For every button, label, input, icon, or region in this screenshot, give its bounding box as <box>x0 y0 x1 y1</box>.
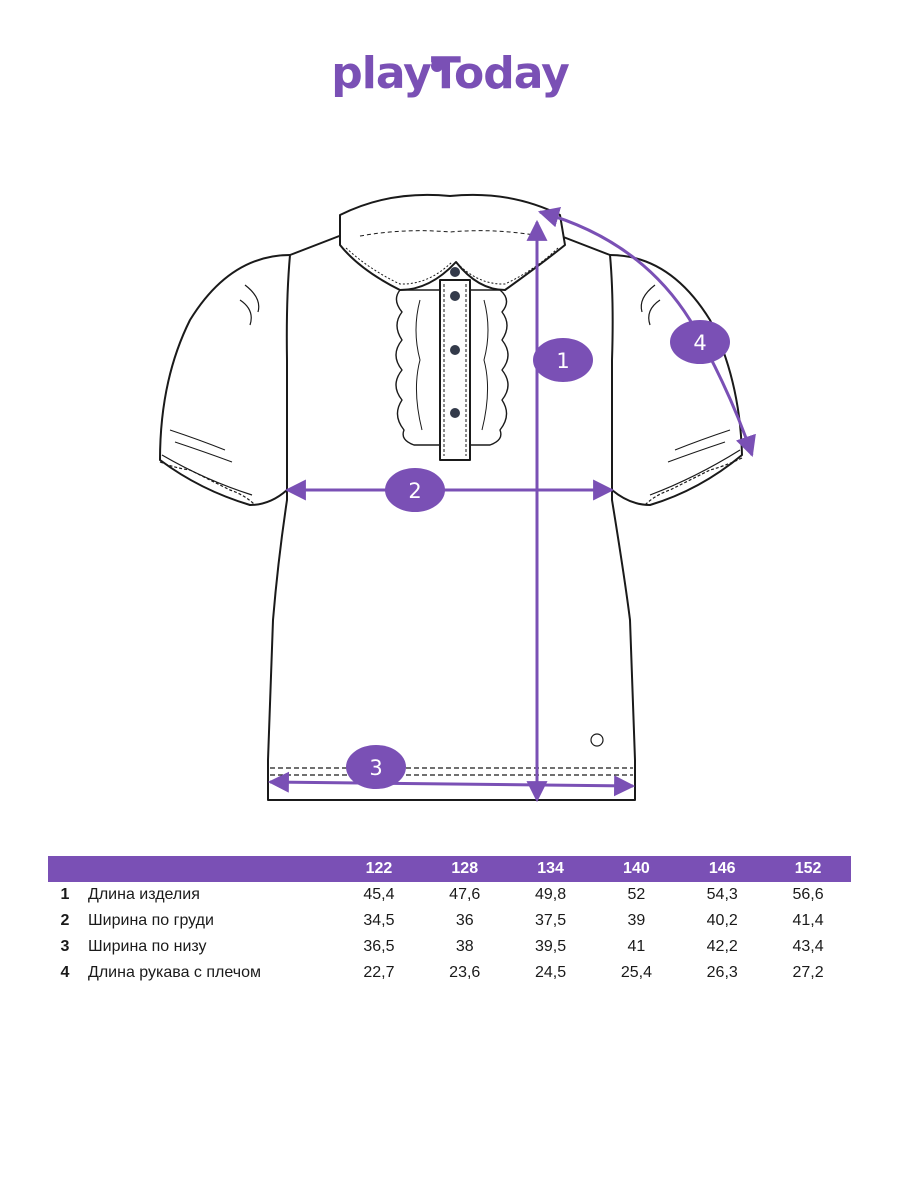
badge-1: 1 <box>533 338 593 382</box>
table-row: 1 Длина изделия 45,4 47,6 49,8 52 54,3 5… <box>48 882 851 908</box>
blouse-sketch <box>159 193 743 801</box>
row-label: Ширина по низу <box>88 938 207 955</box>
brand-logo: playToday <box>0 48 900 99</box>
measurement-lines <box>267 206 756 803</box>
size-header-row: 122 128 134 140 146 152 <box>48 856 851 882</box>
table-cell: 37,5 <box>535 912 567 929</box>
badge-3-label: 3 <box>369 756 382 780</box>
size-header-cell: 128 <box>451 860 479 877</box>
table-cell: 38 <box>455 938 474 955</box>
table-row: 4 Длина рукава с плечом 22,7 23,6 24,5 2… <box>48 960 851 986</box>
brand-logo-dot <box>431 60 443 72</box>
badge-2-label: 2 <box>408 479 421 503</box>
badge-1-label: 1 <box>556 349 569 373</box>
table-cell: 42,2 <box>706 938 738 955</box>
size-header-cell: 152 <box>794 860 822 877</box>
table-cell: 40,2 <box>706 912 738 929</box>
table-cell: 47,6 <box>449 886 481 903</box>
badge-3: 3 <box>346 745 406 789</box>
table-cell: 36 <box>455 912 474 929</box>
brand-logo-text: playToday <box>331 48 570 99</box>
table-cell: 34,5 <box>363 912 395 929</box>
size-header-cell: 122 <box>365 860 393 877</box>
table-cell: 24,5 <box>535 964 567 981</box>
row-label: Длина изделия <box>88 886 200 903</box>
row-label: Длина рукава с плечом <box>88 964 261 981</box>
table-cell: 43,4 <box>792 938 824 955</box>
row-number: 3 <box>60 938 70 955</box>
table-cell: 25,4 <box>620 964 652 981</box>
table-cell: 22,7 <box>363 964 395 981</box>
table-cell: 39 <box>627 912 646 929</box>
row-number: 2 <box>60 912 70 929</box>
table-cell: 49,8 <box>535 886 567 903</box>
table-cell: 23,6 <box>449 964 481 981</box>
size-chart-table: 122 128 134 140 146 152 1 Длина изделия … <box>48 856 851 986</box>
measure-hem-line <box>267 771 636 797</box>
badge-4: 4 <box>670 320 730 364</box>
size-header-cell: 140 <box>623 860 650 877</box>
table-cell: 41,4 <box>792 912 824 929</box>
table-row: 2 Ширина по груди 34,5 36 37,5 39 40,2 4… <box>48 908 851 934</box>
table-cell: 36,5 <box>363 938 395 955</box>
measure-sleeve-line <box>537 206 756 457</box>
badge-4-label: 4 <box>693 331 706 355</box>
table-cell: 52 <box>627 886 646 903</box>
table-cell: 39,5 <box>535 938 567 955</box>
table-cell: 54,3 <box>706 886 738 903</box>
row-number: 1 <box>60 886 70 903</box>
table-row: 3 Ширина по низу 36,5 38 39,5 41 42,2 43… <box>48 934 851 960</box>
table-cell: 26,3 <box>706 964 738 981</box>
size-header-blank <box>48 856 336 882</box>
table-cell: 41 <box>627 938 646 955</box>
table-cell: 56,6 <box>792 886 824 903</box>
placket-buttons <box>450 267 460 418</box>
size-header-cell: 134 <box>537 860 564 877</box>
badge-2: 2 <box>385 468 445 512</box>
table-cell: 45,4 <box>363 886 395 903</box>
row-label: Ширина по груди <box>88 912 214 929</box>
garment-drawing: 1 2 3 4 <box>159 193 756 803</box>
table-cell: 27,2 <box>792 964 824 981</box>
row-number: 4 <box>60 964 70 981</box>
size-header-cell: 146 <box>708 860 736 877</box>
